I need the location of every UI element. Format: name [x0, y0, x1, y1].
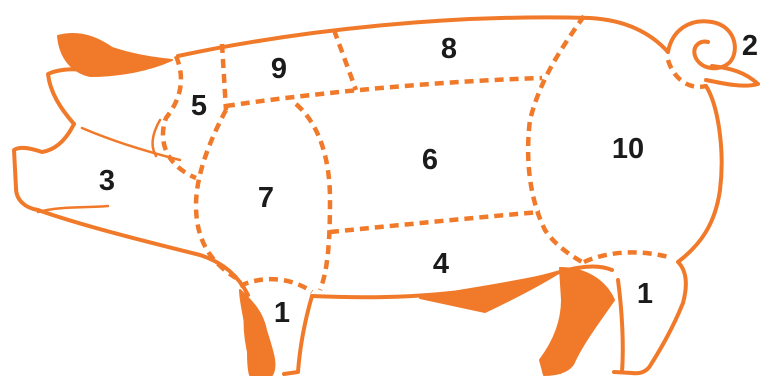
label-belly: 4: [433, 248, 449, 280]
ear-shape: [58, 34, 172, 76]
label-head: 3: [99, 165, 115, 197]
label-picnic: 7: [258, 182, 274, 214]
label-ribs: 6: [422, 144, 438, 176]
label-shoulder-butt: 9: [271, 53, 287, 85]
rear-hoof-shape: [540, 268, 614, 375]
label-jowl: 5: [191, 90, 207, 122]
label-ear: 2: [742, 30, 758, 62]
label-front-hock: 1: [274, 297, 290, 329]
label-ham: 10: [612, 133, 644, 165]
cut-lines: [163, 16, 672, 292]
label-loin: 8: [441, 33, 457, 65]
label-rear-hock: 1: [637, 278, 653, 310]
